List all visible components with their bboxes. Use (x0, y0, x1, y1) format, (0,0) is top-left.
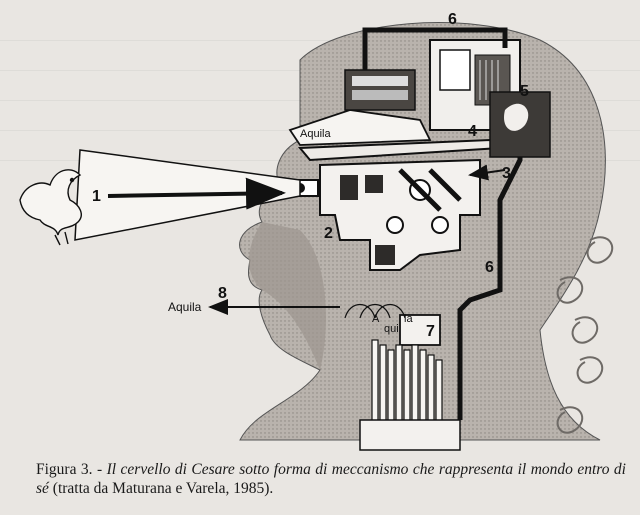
arrow-1 (107, 177, 286, 210)
arrow-3 (468, 164, 506, 181)
caption-italic: Il cervello di Cesare sotto forma di mec… (36, 461, 626, 497)
label-1: 1 (92, 188, 101, 205)
figure-caption: Figura 3. - Il cervello di Cesare sotto … (36, 460, 626, 498)
lower-mechanism (319, 158, 481, 271)
wire-6 (362, 27, 508, 70)
label-aquila-left: Aquila (168, 300, 202, 314)
label-8: 8 (218, 285, 227, 302)
label-6-top: 6 (448, 11, 457, 28)
hair-curls (556, 236, 614, 434)
label-7: 7 (426, 323, 435, 340)
caesar-brain-mechanism-figure: 1 2 3 4 5 6 6 7 8 Aquila Aquila A qui la (19, 11, 614, 451)
label-speech-qui: qui (384, 323, 399, 335)
wire-6-side (457, 120, 523, 420)
label-aquila-top: Aquila (300, 128, 331, 140)
label-5: 5 (520, 83, 529, 100)
caption-prefix: Figura 3. - (36, 461, 107, 478)
label-4: 4 (468, 123, 477, 140)
box-7 (399, 314, 441, 346)
brain-mechanism (287, 27, 551, 451)
caption-suffix: (tratta da Maturana e Varela, 1985). (48, 480, 274, 497)
eagle-icon (19, 169, 82, 246)
label-speech-la: la (404, 313, 413, 325)
aquila-tray (288, 109, 432, 146)
face-shading (248, 222, 326, 370)
label-speech-a: A (372, 313, 380, 325)
label-2: 2 (324, 225, 333, 242)
pipe-base (359, 419, 461, 451)
label-3: 3 (502, 165, 511, 182)
label-6-side: 6 (485, 259, 494, 276)
